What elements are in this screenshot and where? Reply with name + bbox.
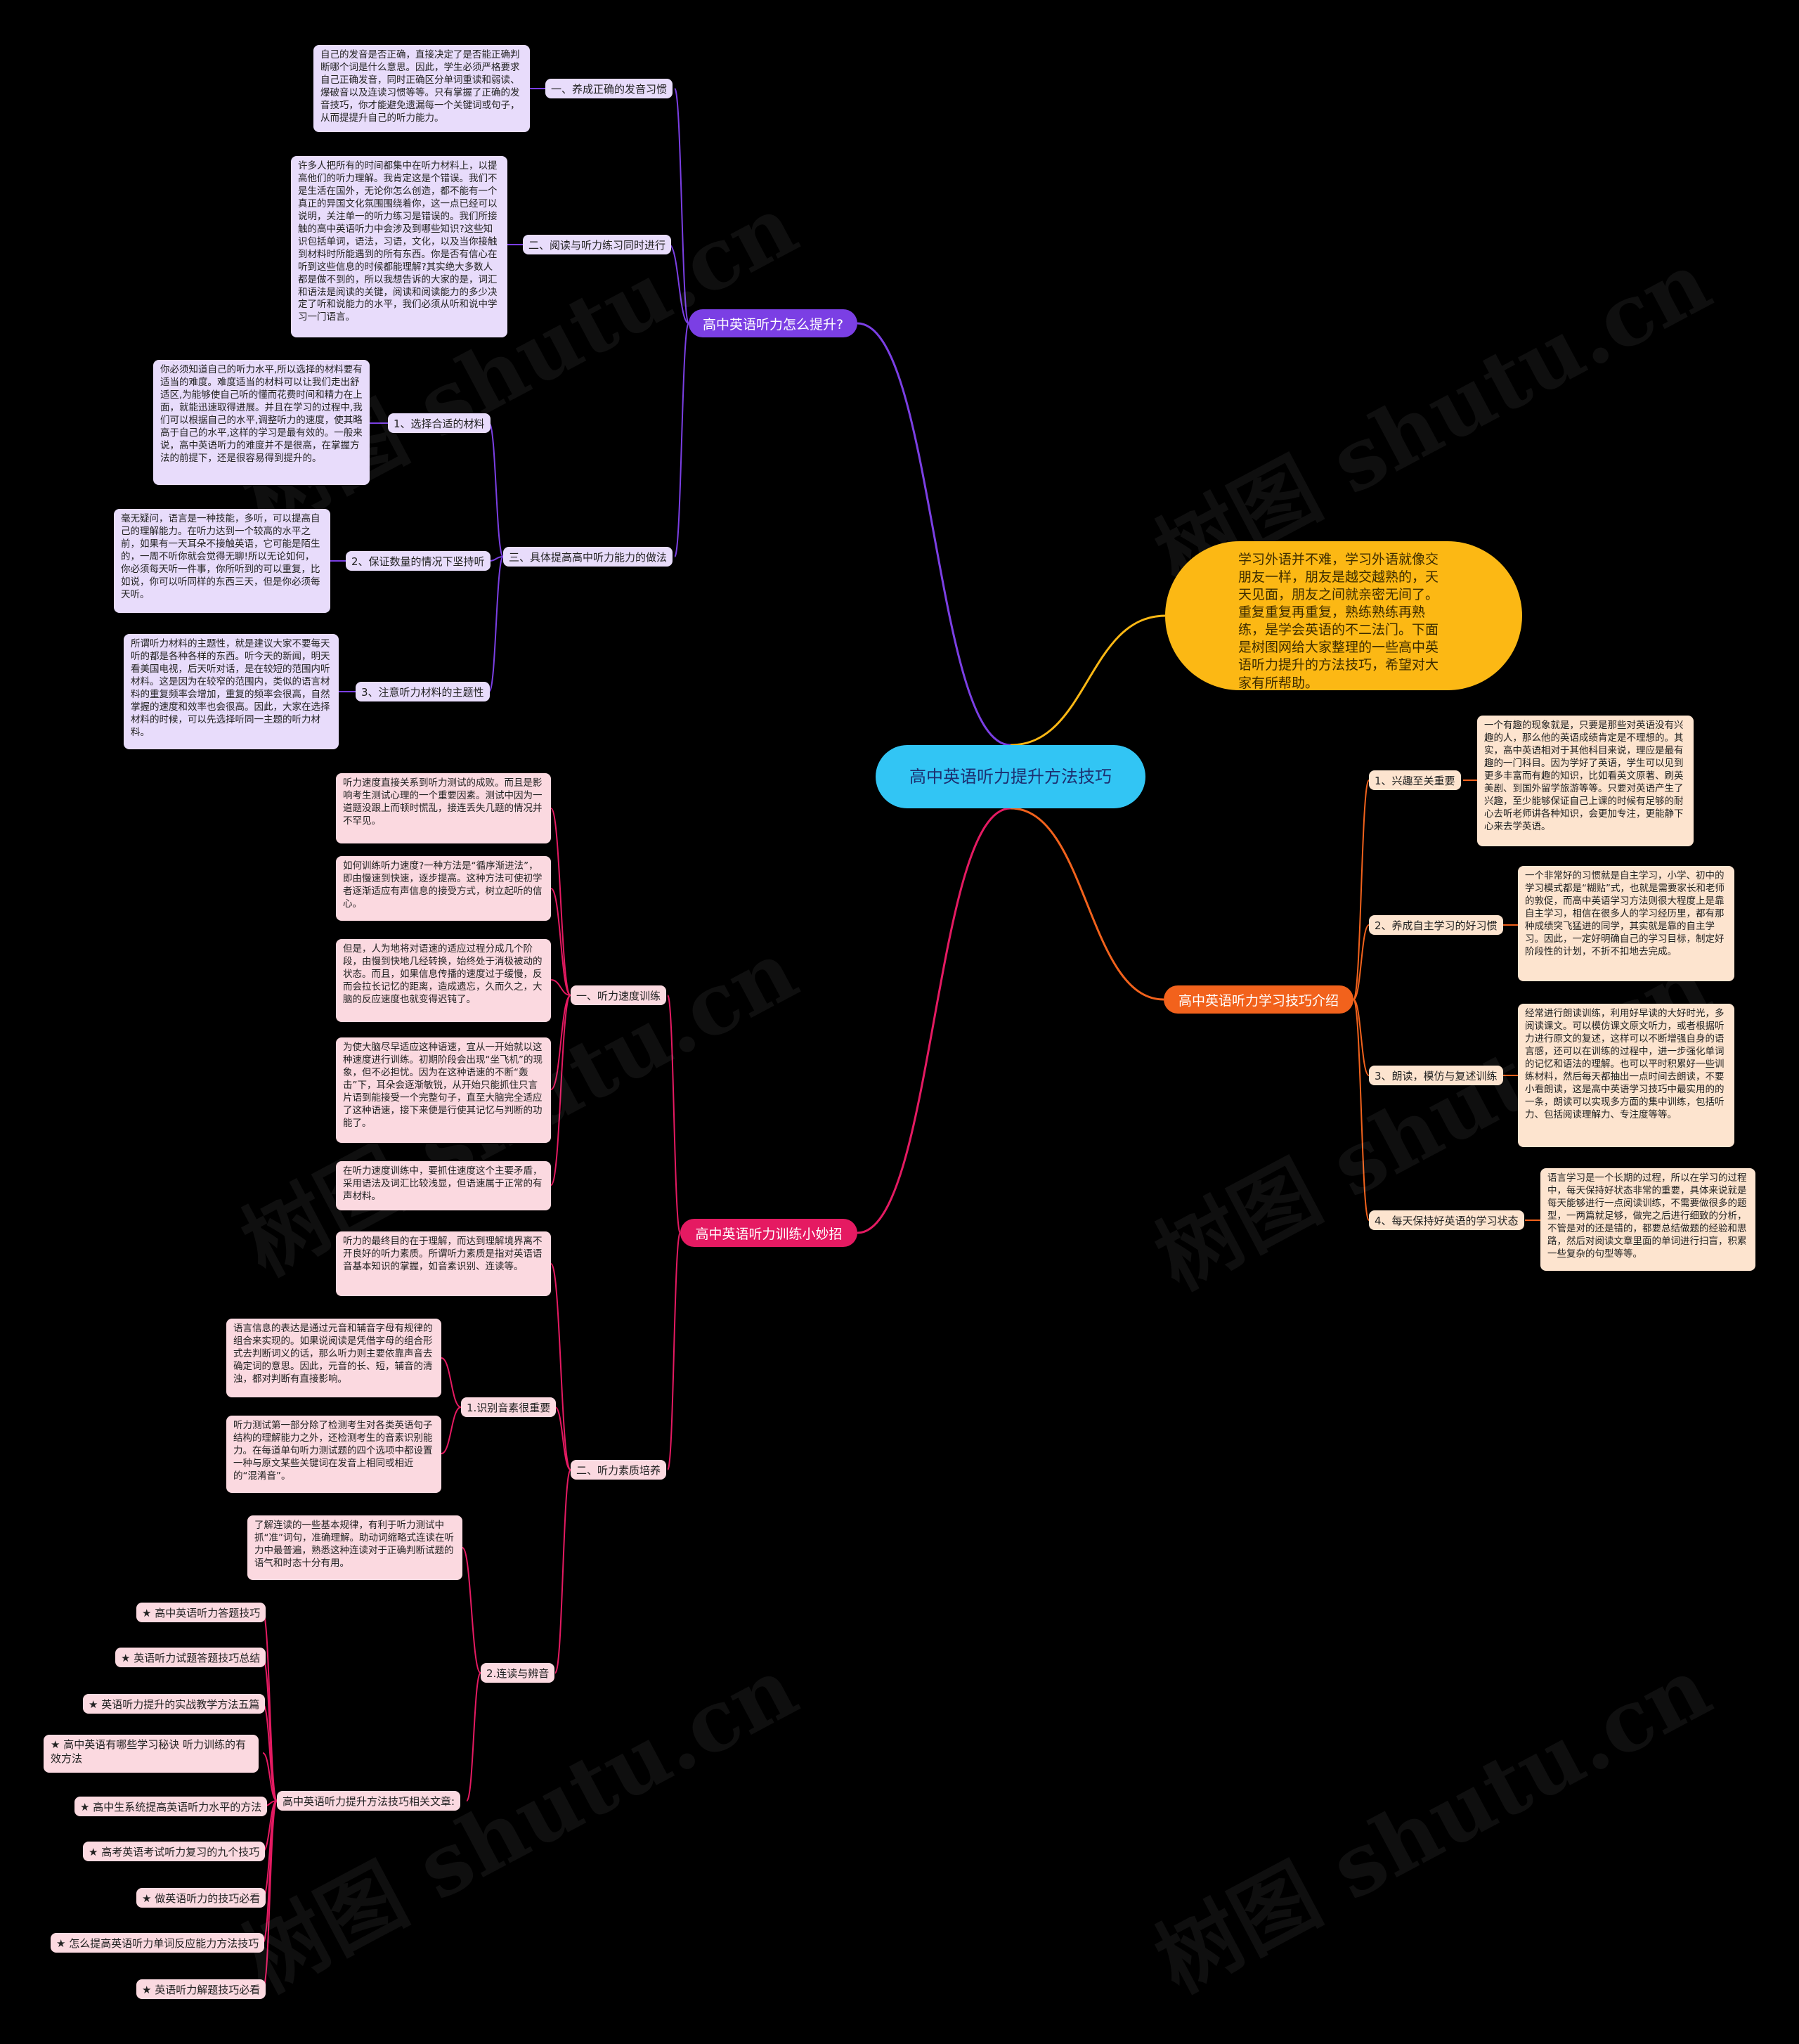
related-article-link[interactable]: ★ 高中英语有哪些学习秘诀 听力训练的有效方法: [44, 1735, 259, 1773]
branch-c-item-4-label[interactable]: 4、每天保持好英语的学习状态: [1369, 1210, 1524, 1230]
branch-b-item-1-text-1[interactable]: 听力速度直接关系到听力测试的成败。而且是影响考生测试心理的一个重要因素。测试中因…: [336, 773, 551, 843]
branch-b-node[interactable]: 高中英语听力训练小妙招: [680, 1219, 857, 1247]
branch-a-node[interactable]: 高中英语听力怎么提升?: [689, 309, 857, 337]
related-article-link[interactable]: ★ 英语听力提升的实战教学方法五篇: [83, 1694, 266, 1714]
connector-line: [554, 1469, 571, 1674]
branch-b-sub-2-text[interactable]: 了解连读的一些基本规律，有利于听力测试中抓“准”词句，准确理解。助动词缩略式连读…: [247, 1515, 462, 1580]
connector-line: [550, 1263, 571, 1470]
connector-line: [1010, 614, 1166, 746]
connector-line: [262, 1703, 278, 1802]
connector-line: [550, 888, 571, 996]
connector-line: [1353, 999, 1370, 1221]
connector-line: [857, 807, 1011, 1234]
branch-a-sub-1-text[interactable]: 你必须知道自己的听力水平,所以选择的材料要有适当的难度。难度适当的材料可以让我们…: [153, 360, 370, 485]
related-articles-label[interactable]: 高中英语听力提升方法技巧相关文章:: [277, 1791, 461, 1811]
branch-b-item-1-text-5[interactable]: 在听力速度训练中，要抓住速度这个主要矛盾，采用语法及词汇比较浅显，但语速属于正常…: [336, 1161, 551, 1210]
related-article-link[interactable]: ★ 高考英语考试听力复习的九个技巧: [83, 1842, 266, 1861]
connector-line: [1353, 999, 1370, 1076]
connector-line: [667, 995, 681, 1234]
branch-c-item-1-text[interactable]: 一个有趣的现象就是，只要是那些对英语没有兴趣的人，那么他的英语成绩肯定是不理想的…: [1477, 716, 1694, 846]
connector-line: [554, 1406, 571, 1470]
branch-b-sub-1-text-2[interactable]: 听力测试第一部分除了检测考生对各类英语句子结构的理解能力之外，还检测考生的音素识…: [226, 1416, 441, 1493]
connector-line: [550, 979, 571, 996]
branch-c-item-1-label[interactable]: 1、兴趣至关重要: [1369, 770, 1461, 790]
branch-c-item-4-text[interactable]: 语言学习是一个长期的过程，所以在学习的过程中，每天保持好状态非常的重要，具体来说…: [1540, 1168, 1755, 1271]
connector-line: [466, 1672, 481, 1802]
related-article-link[interactable]: ★ 英语听力解题技巧必看: [136, 1979, 266, 1999]
connector-line: [441, 1357, 462, 1408]
connector-line: [1010, 807, 1164, 1001]
connector-line: [262, 1800, 278, 1990]
connector-line: [674, 323, 689, 557]
root-node[interactable]: 高中英语听力提升方法技巧: [876, 745, 1145, 808]
branch-b-item-1-label[interactable]: 一、听力速度训练: [571, 985, 667, 1005]
connector-line: [550, 808, 571, 996]
connector-line: [488, 422, 504, 557]
connector-line: [1353, 780, 1370, 1000]
branch-a-item-3-label[interactable]: 三、具体提高高中听力能力的做法: [503, 547, 673, 567]
connector-line: [1353, 924, 1370, 1000]
connector-line: [462, 1547, 481, 1674]
branch-a-sub-3-label[interactable]: 3、注意听力材料的主题性: [356, 682, 490, 701]
branch-a-sub-3-text[interactable]: 所谓听力材料的主题性，就是建议大家不要每天听的都是各种各样的东西。听今天的新闻，…: [124, 634, 339, 749]
branch-a-sub-2-label[interactable]: 2、保证数量的情况下坚持听: [346, 551, 491, 571]
branch-b-item-1-text-3[interactable]: 但是，人为地将对语速的适应过程分成几个阶段，由慢到快地几经转换，始终处于消极被动…: [336, 939, 551, 1022]
connector-line: [488, 556, 504, 692]
branch-c-node[interactable]: 高中英语听力学习技巧介绍: [1164, 985, 1353, 1014]
branch-b-item-1-text-2[interactable]: 如何训练听力速度?一种方法是“循序渐进法”，即由慢速到快速，逐步提高。这种方法可…: [336, 856, 551, 921]
branch-b-sub-1-label[interactable]: 1.识别音素很重要: [461, 1397, 557, 1417]
related-article-link[interactable]: ★ 怎么提高英语听力单词反应能力方法技巧: [51, 1933, 265, 1953]
branch-b-item-2-label[interactable]: 二、听力素质培养: [571, 1460, 667, 1480]
branch-c-item-3-label[interactable]: 3、朗读，模仿与复述训练: [1369, 1066, 1503, 1085]
branch-a-item-1-text[interactable]: 自己的发音是否正确，直接决定了是否能正确判断哪个词是什么意思。因此，学生必须严格…: [313, 45, 530, 132]
branch-b-sub-1-text-1[interactable]: 语言信息的表达是通过元音和辅音字母有规律的组合来实现的。如果说阅读是凭借字母的组…: [226, 1319, 441, 1397]
branch-a-item-2-label[interactable]: 二、阅读与听力练习同时进行: [523, 235, 672, 254]
connector-line: [667, 1232, 681, 1470]
branch-a-sub-1-label[interactable]: 1、选择合适的材料: [388, 413, 491, 433]
connector-line: [550, 995, 571, 1090]
connector-line: [262, 1752, 278, 1802]
branch-b-item-2-text[interactable]: 听力的最终目的在于理解，而达到理解境界离不开良好的听力素质。所谓听力素质是指对英…: [336, 1231, 551, 1296]
connector-line: [441, 1406, 462, 1454]
branch-a-item-2-text[interactable]: 许多人把所有的时间都集中在听力材料上，以提高他们的听力理解。我肯定这是个错误。我…: [291, 156, 507, 337]
related-article-link[interactable]: ★ 高中英语听力答题技巧: [136, 1603, 266, 1622]
connector-line: [674, 88, 689, 324]
connector-line: [488, 556, 504, 562]
intro-node[interactable]: 学习外语并不难，学习外语就像交朋友一样，朋友是越交越熟的，天天见面，朋友之间就亲…: [1165, 541, 1522, 691]
branch-b-sub-2-label[interactable]: 2.连读与辨音: [481, 1663, 555, 1683]
connector-line: [668, 244, 689, 324]
connector-line: [550, 995, 571, 1186]
branch-c-item-2-label[interactable]: 2、养成自主学习的好习惯: [1369, 915, 1503, 935]
branch-b-item-1-text-4[interactable]: 为使大脑尽早适应这种语速，宜从一开始就以这种速度进行训练。初期阶段会出现“坐飞机…: [336, 1037, 551, 1143]
related-article-link[interactable]: ★ 高中生系统提高英语听力水平的方法: [74, 1797, 268, 1816]
related-article-link[interactable]: ★ 英语听力试题答题技巧总结: [115, 1648, 266, 1667]
related-article-link[interactable]: ★ 做英语听力的技巧必看: [136, 1888, 266, 1908]
branch-a-sub-2-text[interactable]: 毫无疑问，语言是一种技能，多听，可以提高自己的理解能力。在听力达到一个较高的水平…: [114, 509, 330, 613]
branch-c-item-2-text[interactable]: 一个非常好的习惯就是自主学习，小学、初中的学习模式都是“糊贴”式，也就是需要家长…: [1518, 866, 1734, 981]
connector-line: [857, 322, 1011, 746]
branch-a-item-1-label[interactable]: 一、养成正确的发音习惯: [545, 79, 673, 98]
branch-c-item-3-text[interactable]: 经常进行朗读训练，利用好早读的大好时光，多阅读课文。可以模仿课文原文听力，或者根…: [1518, 1004, 1734, 1147]
